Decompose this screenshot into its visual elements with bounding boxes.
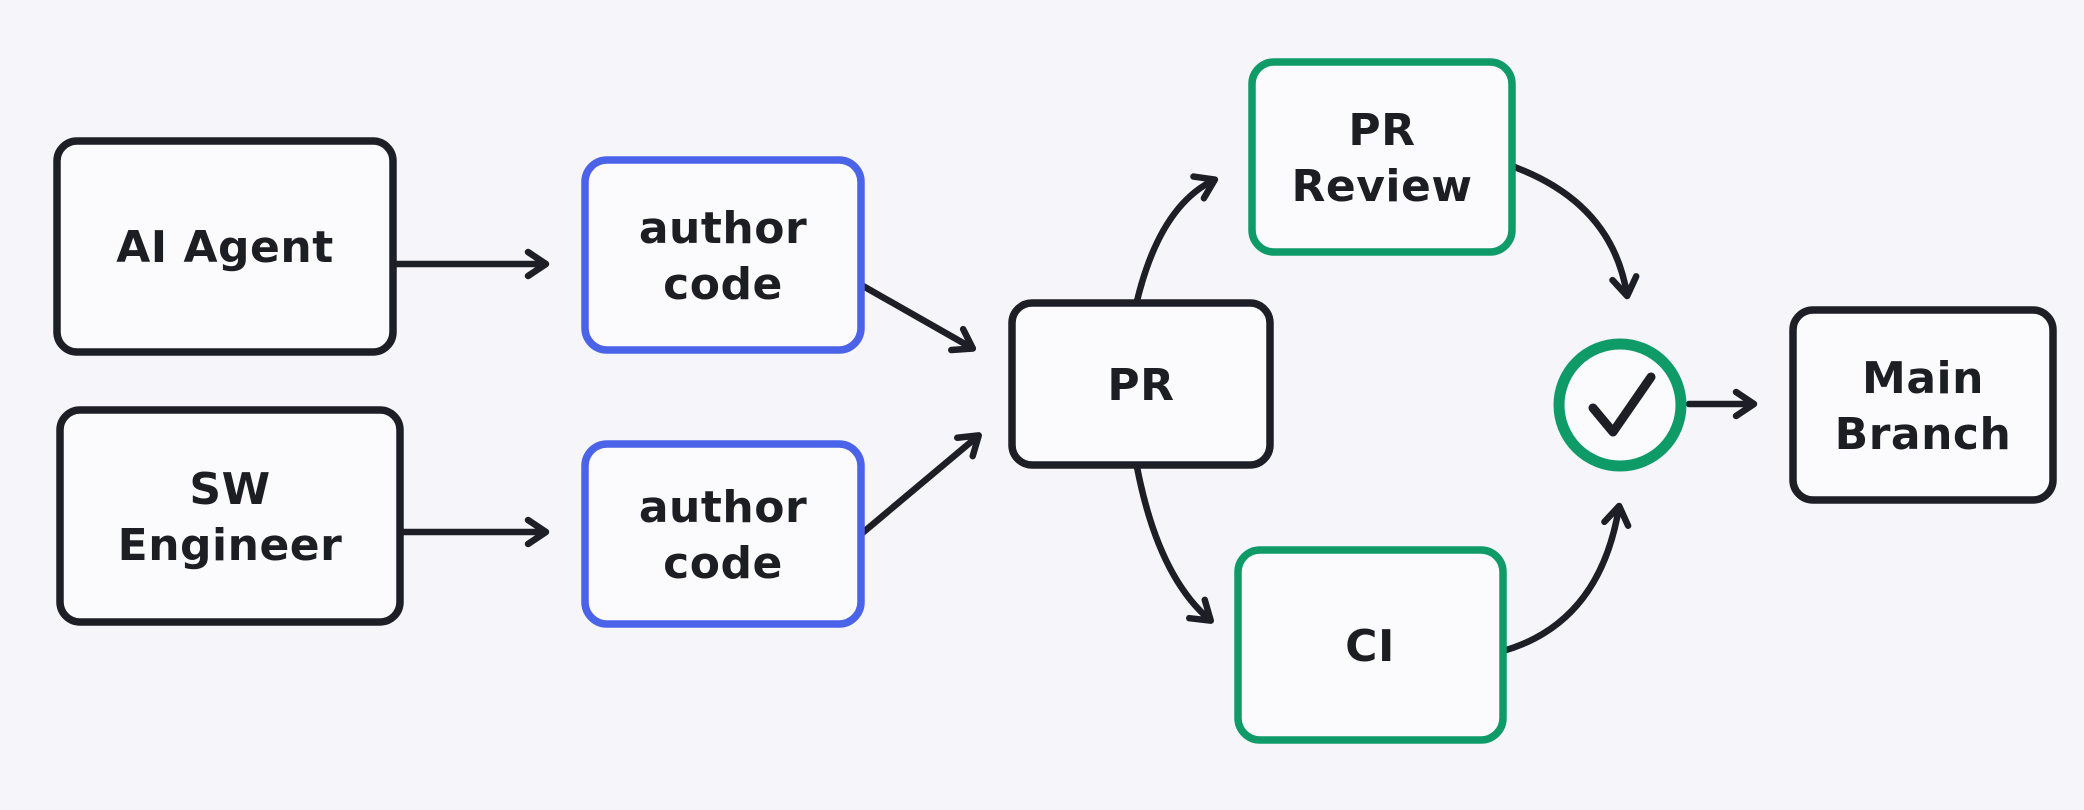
pr-review-label-line1: PR <box>1348 105 1415 156</box>
node-ci: CI <box>1234 546 1507 744</box>
author-code-bottom-box <box>581 440 865 628</box>
main-branch-label-line1: Main <box>1862 353 1984 404</box>
edge-pr-to-pr-review <box>1133 173 1219 305</box>
pr-box <box>1008 299 1274 469</box>
author-code-top-label-line2: code <box>663 259 783 310</box>
author-code-top-box <box>581 156 865 354</box>
node-approval-check <box>1553 338 1687 472</box>
author-code-bottom-label-line1: author <box>639 482 807 533</box>
main-branch-label-line2: Branch <box>1835 409 2012 460</box>
main-branch-box <box>1789 306 2057 504</box>
node-author-code-bottom: author code <box>581 440 865 628</box>
author-code-top-label-line1: author <box>639 203 807 254</box>
edge-pr-to-ci <box>1133 463 1215 624</box>
pr-review-label-line2: Review <box>1292 161 1473 212</box>
ci-label: CI <box>1345 621 1395 672</box>
pr-label: PR <box>1107 360 1174 411</box>
node-pr-review: PR Review <box>1248 58 1516 256</box>
edge-author-code-top-to-pr <box>852 278 977 354</box>
edge-pr-review-to-approval <box>1502 160 1640 300</box>
edge-author-code-bottom-to-pr <box>856 432 983 539</box>
sw-engineer-label-line2: Engineer <box>118 520 343 571</box>
edge-ci-to-approval <box>1499 502 1632 655</box>
node-main-branch: Main Branch <box>1789 306 2057 504</box>
sw-engineer-label-line1: SW <box>189 464 270 515</box>
node-author-code-top: author code <box>581 156 865 354</box>
ai-agent-box <box>53 137 397 356</box>
node-pr: PR <box>1008 299 1274 469</box>
check-icon <box>1588 372 1656 437</box>
author-code-bottom-label-line2: code <box>663 538 783 589</box>
pr-review-box <box>1248 58 1516 256</box>
node-ai-agent: AI Agent <box>53 137 397 356</box>
node-sw-engineer: SW Engineer <box>56 406 404 626</box>
ai-agent-label: AI Agent <box>116 222 334 273</box>
sw-engineer-box <box>56 406 404 626</box>
approval-circle <box>1553 338 1687 472</box>
ci-box <box>1234 546 1507 744</box>
edge-layer <box>393 160 1758 655</box>
